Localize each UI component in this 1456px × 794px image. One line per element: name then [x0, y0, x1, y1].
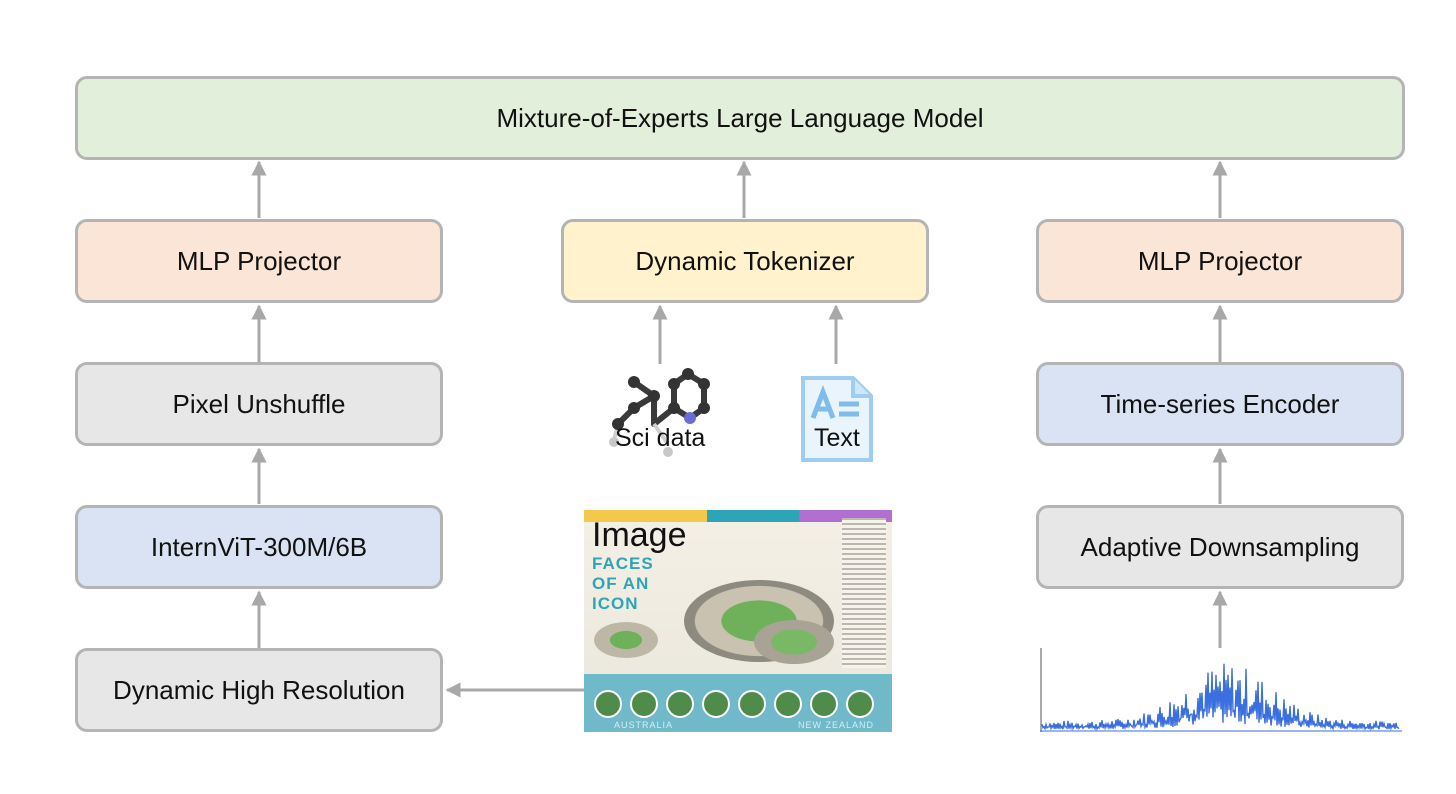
adaptive-downsampling-box: Adaptive Downsampling: [1036, 505, 1404, 589]
thumbnail-stadium-right: [754, 620, 834, 664]
time-series-encoder-box: Time-series Encoder: [1036, 362, 1404, 446]
thumbnail-text-columns: [842, 518, 886, 668]
text-document-icon: [801, 376, 873, 462]
thumbnail-country-left: AUSTRALIA: [614, 720, 674, 730]
dynamic-tokenizer-box: Dynamic Tokenizer: [561, 219, 929, 303]
mlp-projector-left-box: MLP Projector: [75, 219, 443, 303]
mlp-projector-left-label: MLP Projector: [176, 245, 342, 276]
internvit-box: InternViT-300M/6B: [75, 505, 443, 589]
thumbnail-stadium-small: [594, 622, 658, 658]
thumbnail-country-right: NEW ZEALAND: [798, 720, 875, 730]
dynamic-high-resolution-label: Dynamic High Resolution: [113, 674, 405, 705]
llm-box: Mixture-of-Experts Large Language Model: [75, 76, 1405, 160]
dynamic-high-resolution-box: Dynamic High Resolution: [75, 648, 443, 732]
sci-data-label: Sci data: [615, 424, 706, 452]
thumbnail-header-band: [584, 510, 892, 522]
llm-label: Mixture-of-Experts Large Language Model: [496, 102, 984, 133]
thumbnail-bottom-strip: AUSTRALIA NEW ZEALAND: [584, 674, 892, 732]
internvit-label: InternViT-300M/6B: [150, 531, 368, 562]
adaptive-downsampling-label: Adaptive Downsampling: [1080, 531, 1360, 562]
pixel-unshuffle-label: Pixel Unshuffle: [172, 388, 346, 419]
mlp-projector-right-box: MLP Projector: [1036, 219, 1404, 303]
image-label: Image: [592, 516, 687, 554]
mlp-projector-right-label: MLP Projector: [1137, 245, 1303, 276]
thumbnail-headline: FACES OF AN ICON: [592, 554, 654, 613]
molecule-icon: [609, 368, 710, 457]
time-series-encoder-label: Time-series Encoder: [1100, 388, 1340, 419]
time-series-signal: [1040, 648, 1402, 732]
dynamic-tokenizer-label: Dynamic Tokenizer: [635, 245, 855, 276]
pixel-unshuffle-box: Pixel Unshuffle: [75, 362, 443, 446]
text-label: Text: [814, 424, 860, 452]
image-thumbnail: Image FACES OF AN ICON AUSTRALIA NEW ZEA…: [584, 510, 892, 732]
